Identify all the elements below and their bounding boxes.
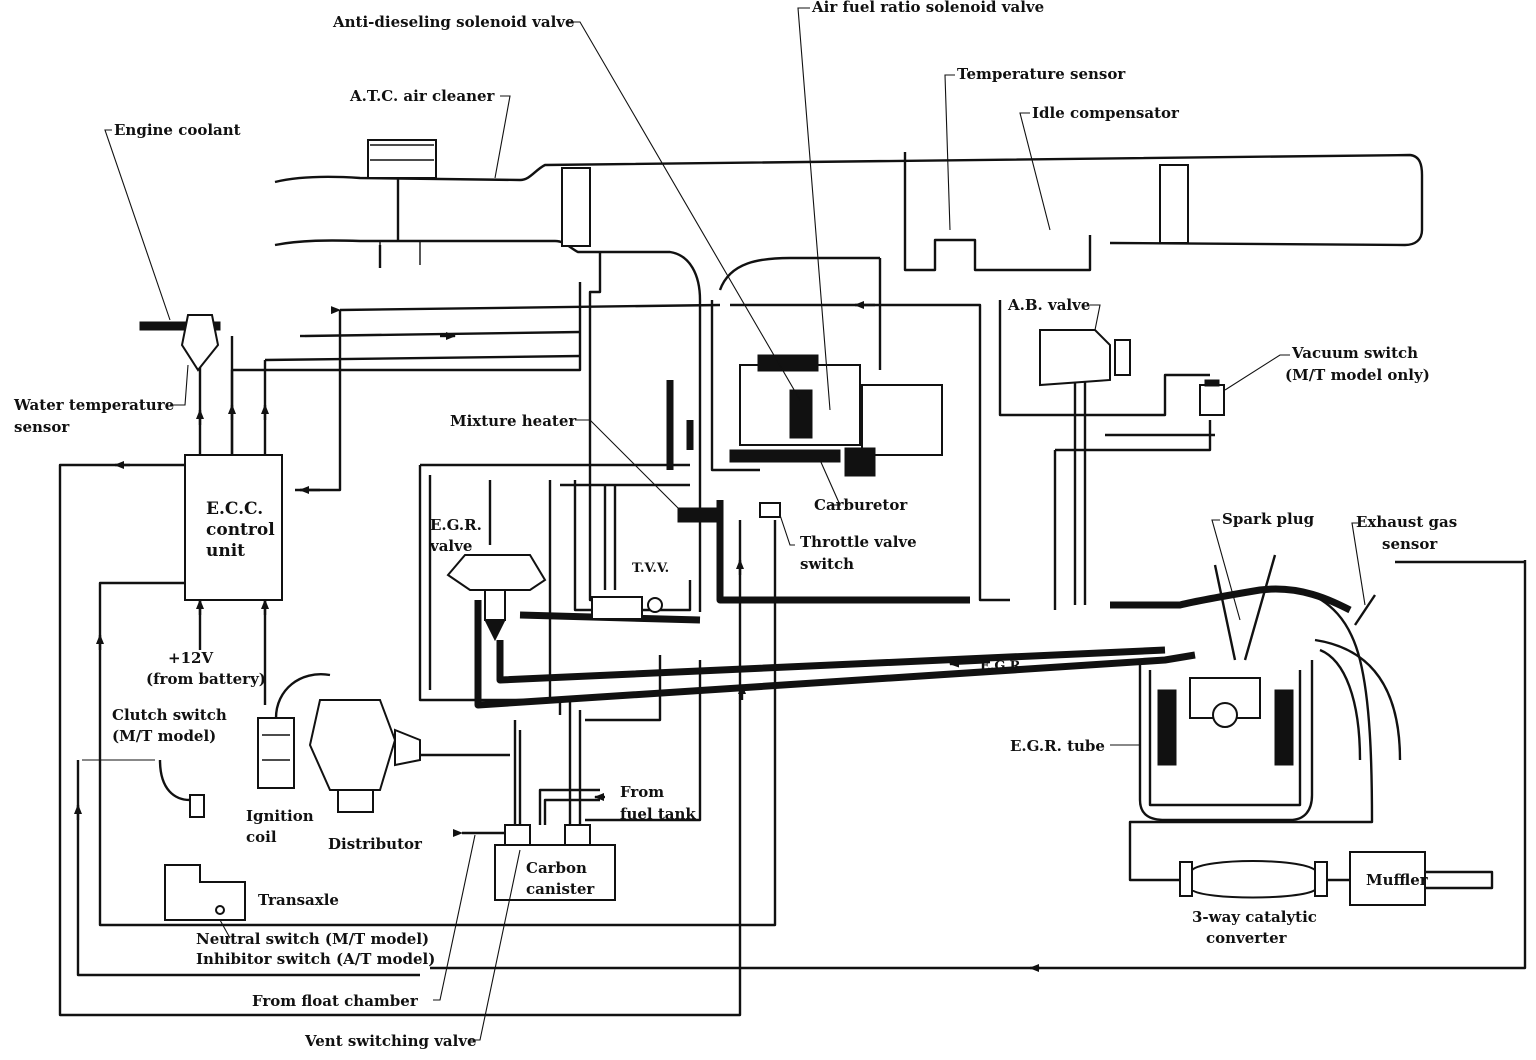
intake-duct (274, 139, 1424, 612)
egr-valve-icon (446, 554, 547, 642)
label-catalytic: 3-way catalytic (1192, 908, 1317, 926)
label-transaxle: Transaxle (258, 891, 339, 909)
ab-valve-icon (1039, 329, 1131, 387)
label-muffler: Muffler (1366, 871, 1429, 889)
label-spark-plug: Spark plug (1222, 510, 1315, 528)
vacuum-switch-icon (1199, 379, 1225, 416)
label-air-fuel-ratio: Air fuel ratio solenoid valve (811, 0, 1044, 16)
label-carburetor: Carburetor (814, 496, 908, 514)
label-throttle: Throttle valve (800, 533, 917, 551)
label-tvv: T.V.V. (632, 561, 669, 576)
label-clutch: Clutch switch (112, 706, 227, 724)
label-throttle-2: switch (800, 555, 854, 573)
label-temperature-sensor: Temperature sensor (957, 65, 1126, 83)
label-water-temp: Water temperature (13, 396, 174, 414)
clutch-switch-icon (82, 759, 205, 818)
engine-cylinder-icon (1110, 554, 1402, 882)
transaxle-icon (164, 864, 246, 921)
intake-sensor-box-right (1159, 164, 1189, 244)
ignition-coil-icon (257, 673, 331, 789)
label-inhibitor-switch: Inhibitor switch (A/T model) (196, 950, 435, 968)
label-egr-tube: E.G.R. tube (1010, 737, 1105, 755)
label-engine-coolant: Engine coolant (114, 121, 241, 139)
label-clutch-2: (M/T model) (112, 727, 216, 745)
label-mixture-heater: Mixture heater (450, 412, 577, 430)
throttle-valve-switch-icon (759, 502, 781, 518)
labels: Anti-dieseling solenoid valve Air fuel r… (13, 0, 1457, 1050)
label-ecc: E.C.C. (206, 499, 263, 519)
label-battery-2: (from battery) (146, 670, 266, 688)
label-water-temp-2: sensor (14, 418, 70, 436)
label-ignition: Ignition (246, 807, 314, 825)
egr-passage (474, 380, 1196, 709)
label-anti-dieseling: Anti-dieseling solenoid valve (332, 13, 575, 31)
ecc-control-unit (184, 454, 283, 601)
label-from-fuel-2: fuel tank (620, 805, 696, 823)
label-canister-2: canister (526, 880, 595, 898)
carburetor-assembly (710, 256, 943, 518)
muffler-icon (1349, 851, 1494, 906)
label-from-fuel: From (620, 783, 664, 801)
label-egr-valve-2: valve (429, 537, 472, 555)
leader-lines (104, 7, 1366, 1041)
tvv-icon (591, 596, 663, 620)
label-vacuum-switch: Vacuum switch (1291, 344, 1418, 362)
label-ecc-3: unit (206, 541, 245, 561)
label-neutral-switch: Neutral switch (M/T model) (196, 930, 429, 948)
label-canister: Carbon (526, 859, 587, 877)
label-exhaust-2: sensor (1382, 535, 1438, 553)
intake-sensor-box (561, 167, 591, 247)
catalytic-converter-icon (1150, 860, 1350, 899)
label-vacuum-switch-2: (M/T model only) (1285, 366, 1430, 384)
label-idle-compensator: Idle compensator (1032, 104, 1180, 122)
label-float-chamber: From float chamber (252, 992, 419, 1010)
label-ecc-2: control (206, 520, 275, 540)
distributor-icon (308, 699, 510, 813)
arrow-icon (74, 301, 1040, 972)
label-atc-air-cleaner: A.T.C. air cleaner (349, 87, 496, 105)
air-cleaner-element (367, 139, 437, 179)
label-ab-valve: A.B. valve (1007, 296, 1090, 314)
label-catalytic-2: converter (1206, 929, 1288, 947)
label-exhaust: Exhaust gas (1356, 513, 1457, 531)
label-ignition-2: coil (246, 828, 277, 846)
label-battery: +12V (168, 649, 213, 667)
label-vent-valve: Vent switching valve (304, 1032, 477, 1050)
water-temp-sensor-icon (139, 314, 221, 372)
label-egr-valve: E.G.R. (430, 516, 482, 534)
label-distributor: Distributor (328, 835, 423, 853)
mixture-heater-icon (677, 507, 719, 523)
label-egr-flow: E.G.R. (980, 659, 1025, 674)
